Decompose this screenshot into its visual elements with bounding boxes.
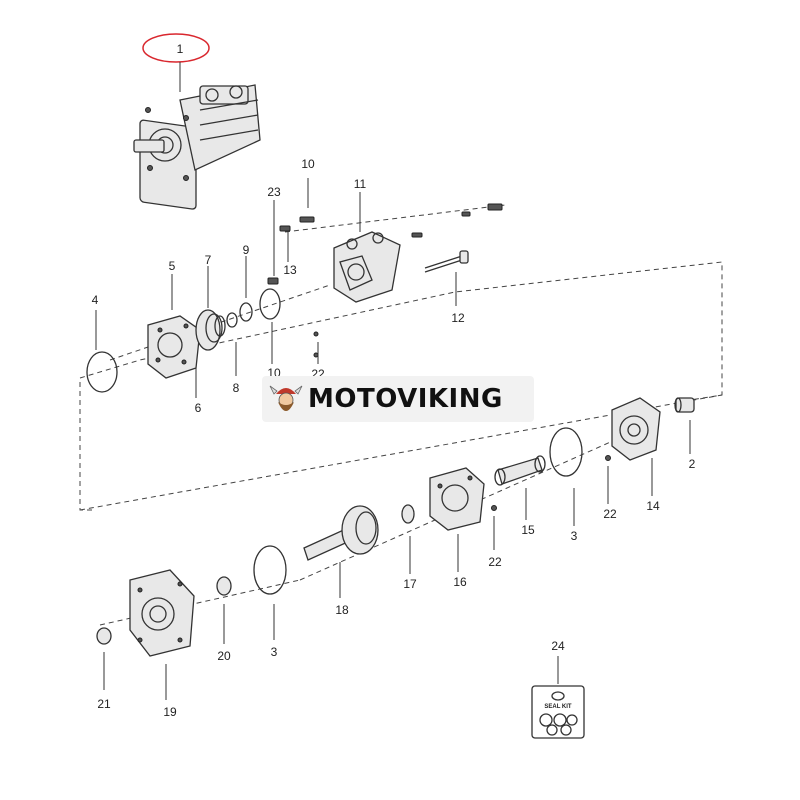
label-16: 16 (453, 575, 467, 589)
part-15-drive-link[interactable] (494, 455, 546, 486)
label-4: 4 (92, 293, 99, 307)
part-7-sleeve[interactable] (195, 309, 226, 351)
label-17: 17 (403, 577, 417, 591)
label-19: 19 (163, 705, 177, 719)
leader-lines (95, 62, 691, 700)
part-20-washer[interactable] (216, 576, 232, 596)
dashed-axis-bottom-1 (99, 579, 301, 626)
screws-top[interactable] (267, 203, 503, 337)
label-2: 2 (689, 457, 696, 471)
watermark-banner (262, 376, 534, 422)
dashed-axis-bolts (284, 204, 506, 233)
part-22-screw-b[interactable] (491, 505, 497, 511)
label-7: 7 (205, 253, 212, 267)
label-24: 24 (551, 639, 565, 653)
part-19-mounting-flange[interactable] (129, 569, 195, 657)
part-11-valve-housing[interactable] (333, 231, 401, 303)
part-16-bearing-housing[interactable] (429, 467, 485, 531)
label-22-a: 22 (603, 507, 617, 521)
viking-logo-icon (269, 385, 303, 411)
part-1-hydraulic-motor[interactable] (133, 84, 261, 210)
label-21: 21 (97, 697, 111, 711)
label-3-lower: 3 (271, 645, 278, 659)
label-9: 9 (243, 243, 250, 257)
dashed-axis-top (109, 284, 331, 361)
part-4-seal[interactable] (86, 351, 118, 393)
part-labels: 1 2 3 3 4 5 6 7 8 9 10 10 11 12 13 14 15… (92, 42, 696, 719)
label-6: 6 (195, 401, 202, 415)
label-3-upper: 3 (571, 529, 578, 543)
label-12: 12 (451, 311, 465, 325)
watermark-text: MOTOVIKING (308, 384, 503, 414)
part-5-end-cap[interactable] (147, 315, 201, 379)
label-13: 13 (283, 263, 297, 277)
label-14: 14 (646, 499, 660, 513)
part-10-o-ring[interactable] (259, 288, 281, 320)
label-1: 1 (177, 42, 184, 56)
part-9-ring[interactable] (239, 302, 253, 322)
part-22-screw-a[interactable] (605, 455, 611, 461)
label-8: 8 (233, 381, 240, 395)
highlight-ring-part-1 (142, 33, 210, 63)
label-23: 23 (267, 185, 281, 199)
part-21-nut[interactable] (96, 627, 112, 645)
label-5: 5 (169, 259, 176, 273)
part-3-ring-upper[interactable] (549, 427, 583, 477)
part-17-seal[interactable] (401, 504, 415, 524)
label-22-b: 22 (488, 555, 502, 569)
part-24-seal-kit[interactable]: SEAL KIT (531, 685, 585, 739)
seal-kit-label: SEAL KIT (544, 704, 572, 710)
part-12-long-bolt[interactable] (424, 250, 469, 273)
part-22-screw-c[interactable] (313, 352, 319, 358)
label-18: 18 (335, 603, 349, 617)
part-18-output-shaft[interactable] (303, 505, 379, 561)
part-3-ring-lower[interactable] (253, 545, 287, 595)
label-20: 20 (217, 649, 231, 663)
label-10-upper: 10 (301, 157, 315, 171)
label-11: 11 (354, 177, 367, 191)
part-8-ring[interactable] (226, 312, 238, 328)
label-15: 15 (521, 523, 535, 537)
part-14-gerotor[interactable] (611, 397, 661, 461)
part-2-plug[interactable] (674, 397, 695, 413)
